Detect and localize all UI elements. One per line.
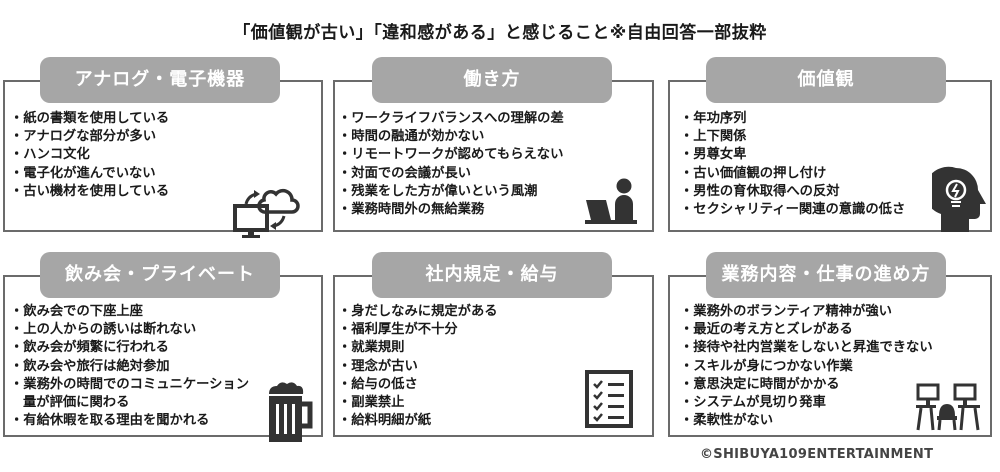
list-item: 理念が古い [338,358,498,376]
list-item: 柔軟性がない [680,412,933,430]
beer-mug-icon [269,382,313,442]
checklist-icon [585,370,633,428]
list-item: 対面での会議が長い [338,165,564,183]
item-list: 年功序列 上下関係 男尊女卑 古い価値観の押し付け 男性の育休取得への反対 セク… [680,110,905,219]
category-header: 業務内容・仕事の進め方 [706,252,946,298]
computer-cloud-sync-icon [233,188,300,238]
item-list: 紙の書類を使用している アナログな部分が多い ハンコ文化 電子化が進んでいない … [10,110,169,201]
list-item: 給料明細が紙 [338,412,498,430]
category-header: アナログ・電子機器 [40,57,280,103]
list-item: 有給休暇を取る理由を聞かれる [10,412,249,430]
list-item: 給与の低さ [338,376,498,394]
category-header: 社内規定・給与 [372,252,612,298]
list-item: 業務外のボランティア精神が強い [680,303,933,321]
list-item: 飲み会が頻繁に行われる [10,339,249,357]
list-item: 意思決定に時間がかかる [680,376,933,394]
list-item: アナログな部分が多い [10,128,169,146]
list-item: セクシャリティー関連の意識の低さ [680,201,905,219]
list-item: 紙の書類を使用している [10,110,169,128]
list-item: 時間の融通が効かない [338,128,564,146]
item-list: ワークライフバランスへの理解の差 時間の融通が効かない リモートワークが認めても… [338,110,564,219]
list-item: 上の人からの誘いは断れない [10,321,249,339]
category-header: 飲み会・プライベート [40,252,280,298]
list-item: 最近の考え方とズレがある [680,321,933,339]
person-at-laptop-icon [585,178,637,224]
list-item: 年功序列 [680,110,905,128]
list-item: 男尊女卑 [680,146,905,164]
list-item: リモートワークが認めてもらえない [338,146,564,164]
list-item: 業務外の時間でのコミュニケーション [10,376,249,394]
item-list: 飲み会での下座上座 上の人からの誘いは断れない 飲み会が頻繁に行われる 飲み会や… [10,303,249,430]
list-item: 飲み会や旅行は絶対参加 [10,358,249,376]
list-item: 身だしなみに規定がある [338,303,497,321]
list-item: 電子化が進んでいない [10,165,169,183]
list-item: 飲み会での下座上座 [10,303,249,321]
list-item: 業務時間外の無給業務 [338,201,564,219]
list-item: 古い価値観の押し付け [680,165,905,183]
list-item: 残業をした方が偉いという風潮 [338,183,564,201]
list-item: 就業規則 [338,339,498,357]
category-header: 価値観 [706,57,946,103]
head-lightbulb-icon [932,166,986,232]
list-item: システムが見切り発車 [680,394,933,412]
list-item: 上下関係 [680,128,905,146]
list-item: 接待や社内営業をしないと昇進できない [680,339,932,357]
copyright: ©SHIBUYA109ENTERTAINMENT [700,447,934,462]
item-list: 業務外のボランティア精神が強い 最近の考え方とズレがある 接待や社内営業をしない… [680,303,933,430]
list-item: スキルが身につかない作業 [680,358,933,376]
list-item: 副業禁止 [338,394,498,412]
item-list: 身だしなみに規定がある 福利厚生が不十分 就業規則 理念が古い 給与の低さ 副業… [338,303,498,430]
office-desks-icon [916,383,980,431]
category-header: 働き方 [372,57,612,103]
list-item: 量が評価に関わる [23,395,130,411]
list-item: 福利厚生が不十分 [338,321,498,339]
list-item: ワークライフバランスへの理解の差 [338,110,563,128]
list-item: 男性の育休取得への反対 [680,183,905,201]
page-title: 「価値観が古い」「違和感がある」と感じること※自由回答一部抜粋 [233,23,767,43]
list-item: ハンコ文化 [10,146,169,164]
list-item: 古い機材を使用している [10,183,169,201]
